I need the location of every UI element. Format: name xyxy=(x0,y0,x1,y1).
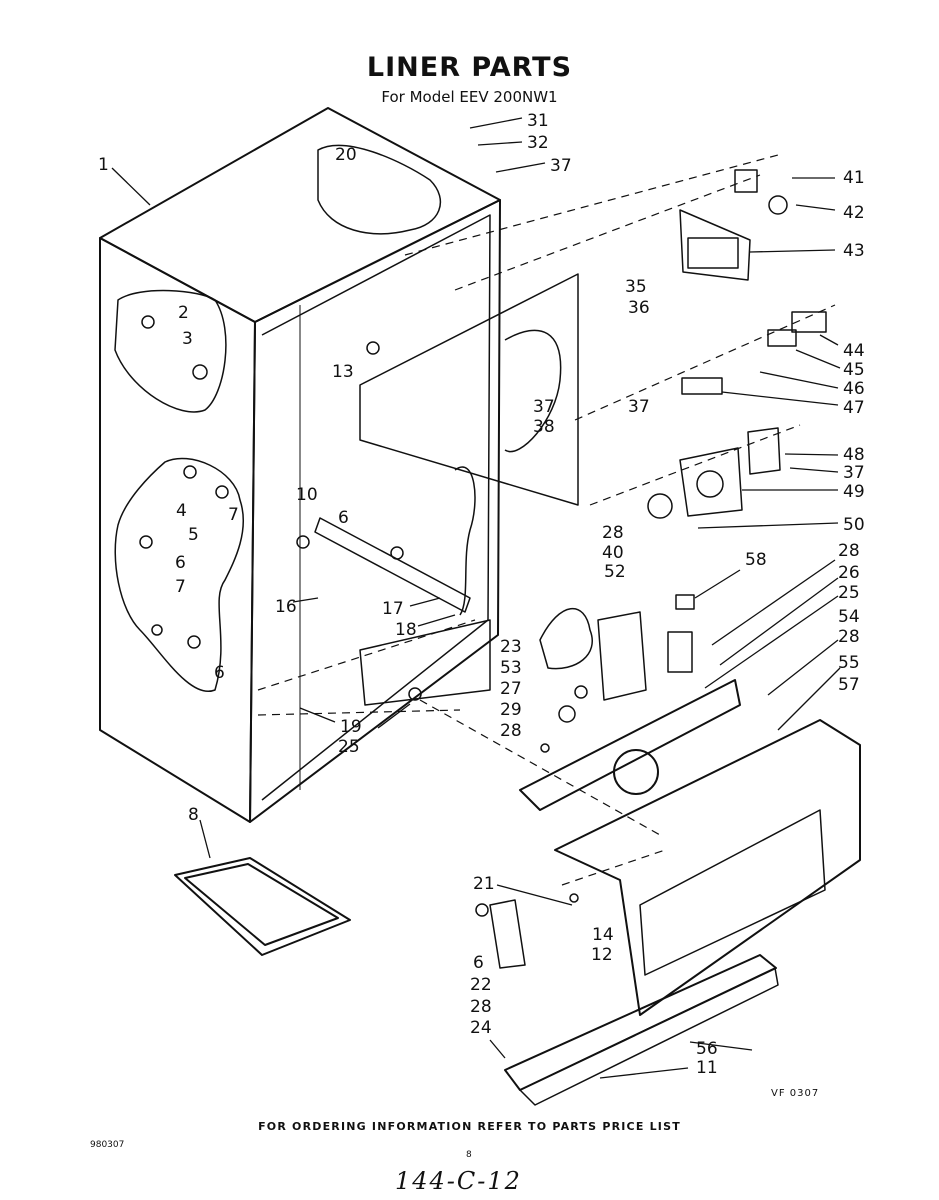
callout-37c: 37 xyxy=(628,397,650,417)
cutaway-top xyxy=(317,144,441,235)
callout-35: 35 xyxy=(625,277,647,297)
bracket-22 xyxy=(489,899,526,969)
callout-37d: 37 xyxy=(843,463,865,483)
page-number: 8 xyxy=(466,1150,472,1160)
callout-25a: 25 xyxy=(338,737,360,757)
callout-28e: 28 xyxy=(470,997,492,1017)
callout-21: 21 xyxy=(473,874,495,894)
page-title: LINER PARTS xyxy=(366,52,573,83)
callout-32: 32 xyxy=(527,133,549,153)
callout-24: 24 xyxy=(470,1018,492,1038)
callout-52: 52 xyxy=(604,562,626,582)
callout-53: 53 xyxy=(500,658,522,678)
callout-45: 45 xyxy=(843,360,865,380)
channel-17 xyxy=(314,517,471,613)
drip-tray xyxy=(174,857,351,956)
callout-28a: 28 xyxy=(602,523,624,543)
callout-28d: 28 xyxy=(500,721,522,741)
model-subtitle: For Model EEV 200NW1 xyxy=(381,88,558,106)
callout-20: 20 xyxy=(335,145,357,165)
callout-5: 5 xyxy=(188,525,199,545)
callout-7b: 7 xyxy=(228,505,239,525)
panel-35 xyxy=(359,273,579,506)
callout-14: 14 xyxy=(592,925,614,945)
callout-2: 2 xyxy=(178,303,189,323)
callout-19: 19 xyxy=(340,717,362,737)
callout-50: 50 xyxy=(843,515,865,535)
callout-58: 58 xyxy=(745,550,767,570)
fan-motor xyxy=(539,594,695,701)
callout-49: 49 xyxy=(843,482,865,502)
callout-6a: 6 xyxy=(175,553,186,573)
callout-27: 27 xyxy=(500,679,522,699)
callout-28b: 28 xyxy=(838,541,860,561)
callout-4: 4 xyxy=(176,501,187,521)
callout-56: 56 xyxy=(696,1039,718,1059)
callout-3: 3 xyxy=(182,329,193,349)
doc-code: 980307 xyxy=(90,1140,125,1150)
callout-6c: 6 xyxy=(338,508,349,528)
handwritten-note: 144-C-12 xyxy=(395,1167,522,1195)
callout-44: 44 xyxy=(843,341,865,361)
diagram-code: VF 0307 xyxy=(771,1088,820,1099)
callout-40: 40 xyxy=(602,543,624,563)
callout-25b: 25 xyxy=(838,583,860,603)
bracket-44-47 xyxy=(681,311,827,395)
callout-17: 17 xyxy=(382,599,404,619)
callout-31: 31 xyxy=(527,111,549,131)
wire-harness xyxy=(454,466,476,616)
callout-43: 43 xyxy=(843,241,865,261)
callout-22: 22 xyxy=(470,975,492,995)
callout-54: 54 xyxy=(838,607,860,627)
callout-42: 42 xyxy=(843,203,865,223)
callout-47: 47 xyxy=(843,398,865,418)
liner-cabinet xyxy=(99,107,501,823)
fan-shroud xyxy=(647,427,781,519)
cutaway-middle-left xyxy=(114,457,244,693)
callout-8: 8 xyxy=(188,805,199,825)
ordering-note: FOR ORDERING INFORMATION REFER TO PARTS … xyxy=(258,1120,681,1133)
cutaway-upper-left xyxy=(114,289,227,413)
callout-16: 16 xyxy=(275,597,297,617)
callout-10: 10 xyxy=(296,485,318,505)
callout-57: 57 xyxy=(838,675,860,695)
callout-48: 48 xyxy=(843,445,865,465)
callout-28c: 28 xyxy=(838,627,860,647)
bracket-9 xyxy=(359,619,491,706)
callout-55: 55 xyxy=(838,653,860,673)
callout-11: 11 xyxy=(696,1058,718,1078)
callout-18: 18 xyxy=(395,620,417,640)
callout-36: 36 xyxy=(628,298,650,318)
callout-41: 41 xyxy=(843,168,865,188)
callout-7a: 7 xyxy=(175,577,186,597)
callout-38: 38 xyxy=(533,417,555,437)
callout-1: 1 xyxy=(98,155,109,175)
lamp-housing xyxy=(679,169,788,281)
evaporator-cover xyxy=(519,679,861,1016)
drain-trough xyxy=(504,954,777,1091)
callout-6d: 6 xyxy=(473,953,484,973)
callout-37a: 37 xyxy=(550,156,572,176)
callout-37b: 37 xyxy=(533,397,555,417)
callout-13: 13 xyxy=(332,362,354,382)
callout-46: 46 xyxy=(843,379,865,399)
callout-23: 23 xyxy=(500,637,522,657)
callout-6b: 6 xyxy=(214,663,225,683)
callout-26: 26 xyxy=(838,563,860,583)
callout-29: 29 xyxy=(500,700,522,720)
callout-12: 12 xyxy=(591,945,613,965)
